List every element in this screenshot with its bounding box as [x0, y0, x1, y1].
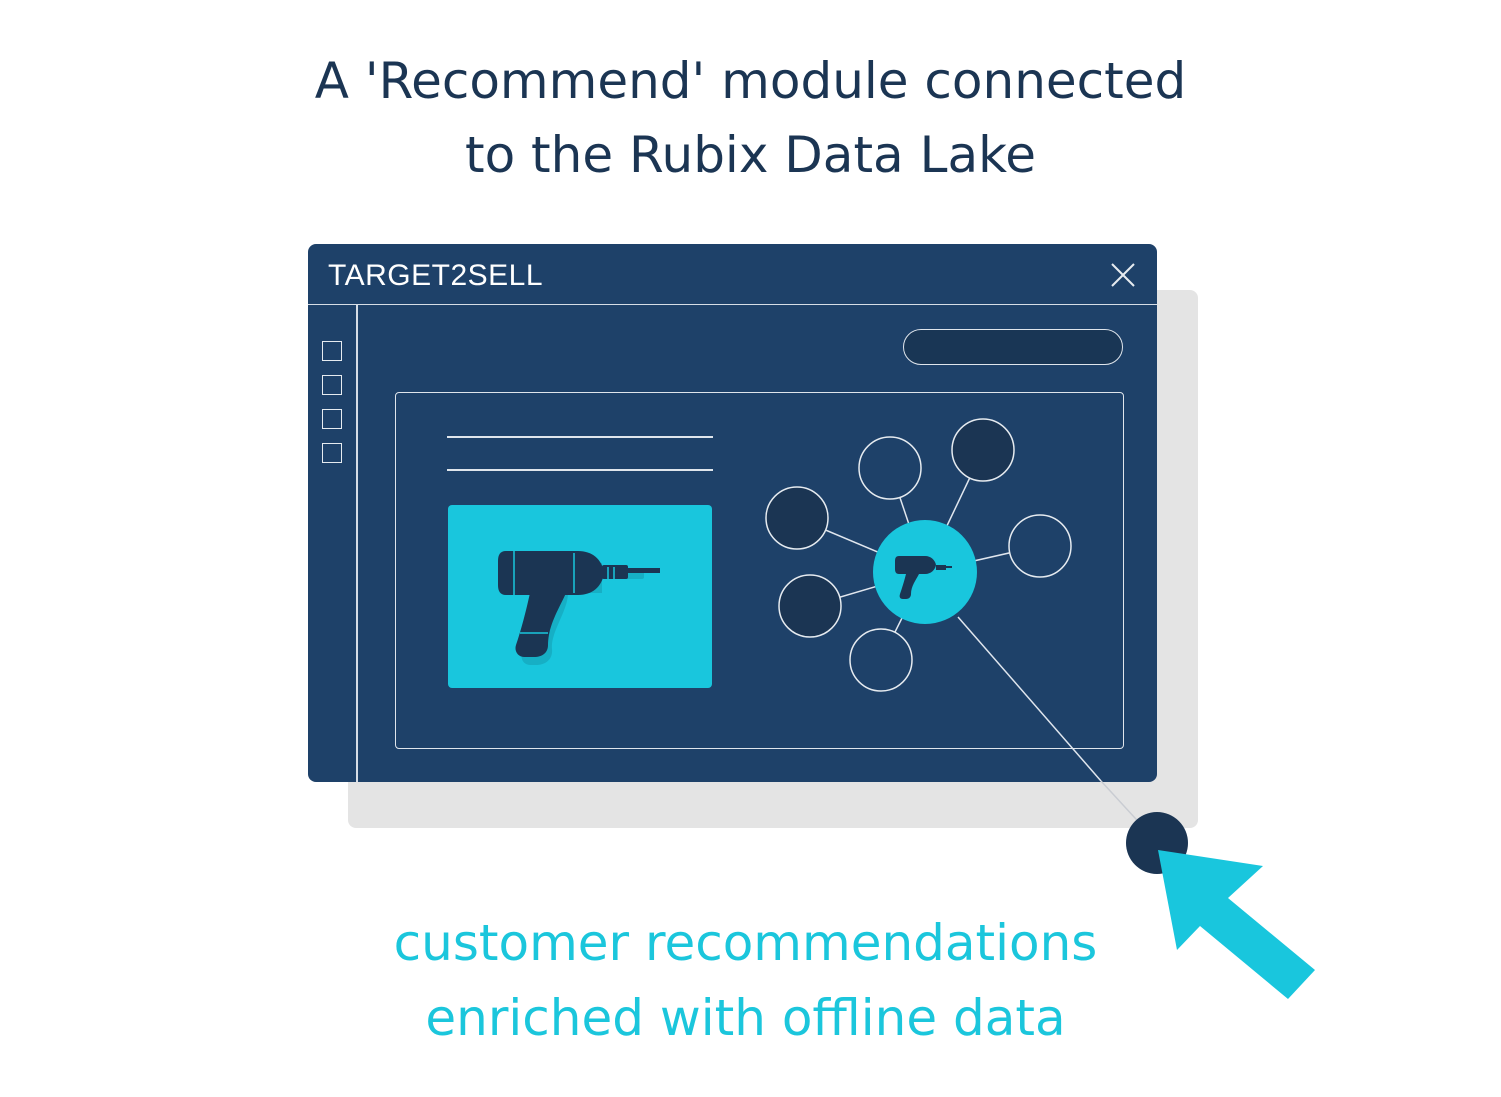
graph-node: [858, 436, 922, 500]
power-drill-icon: [895, 556, 952, 599]
graph-node: [765, 486, 829, 550]
sidebar-checkbox-3[interactable]: [322, 409, 342, 429]
arrow-cursor-icon: [1158, 850, 1315, 999]
headline: A 'Recommend' module connected to the Ru…: [0, 44, 1501, 192]
app-name: TARGET2SELL: [328, 259, 544, 292]
product-card[interactable]: [448, 505, 712, 688]
graph-node: [1008, 514, 1072, 578]
sidebar-checkbox-4[interactable]: [322, 443, 342, 463]
search-bar[interactable]: [903, 329, 1123, 365]
headline-line-1: A 'Recommend' module connected: [314, 52, 1187, 110]
headline-line-2: to the Rubix Data Lake: [464, 126, 1037, 184]
content-panel: [395, 392, 1124, 749]
caption-line-2: enriched with offline data: [425, 989, 1066, 1047]
sidebar-checkbox-2[interactable]: [322, 375, 342, 395]
close-button[interactable]: [1109, 261, 1137, 289]
graph-node: [951, 418, 1015, 482]
graph-node: [778, 574, 842, 638]
title-bar: TARGET2SELL: [308, 244, 1157, 305]
app-window: TARGET2SELL: [308, 244, 1157, 782]
close-icon: [1111, 263, 1135, 287]
caption-line-1: customer recommendations: [393, 914, 1098, 972]
power-drill-icon: [498, 551, 660, 665]
text-placeholder-line-2: [447, 469, 713, 471]
caption: customer recommendations enriched with o…: [0, 906, 1491, 1056]
graph-node: [849, 628, 913, 692]
sidebar-divider: [356, 305, 358, 782]
sidebar-checkbox-1[interactable]: [322, 341, 342, 361]
text-placeholder-line-1: [447, 436, 713, 438]
connector-line: [957, 616, 1102, 782]
